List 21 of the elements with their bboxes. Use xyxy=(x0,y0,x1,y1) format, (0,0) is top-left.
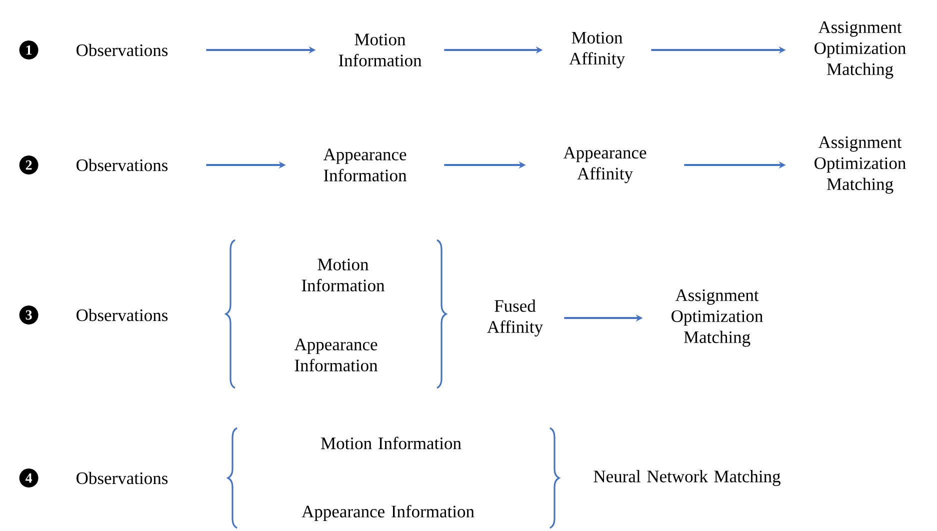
step-text: Motion Information xyxy=(302,258,385,292)
step-text: Observations xyxy=(76,44,168,56)
step-text: Fused Affinity xyxy=(487,300,543,336)
step-text: Motion Information xyxy=(321,436,462,450)
step-text: Neural Network Matching xyxy=(594,470,780,486)
step-text: Appearance Information xyxy=(323,148,407,182)
number-badge: 1 xyxy=(19,40,38,60)
step-text: Assignment Optimization Matching xyxy=(672,289,763,347)
step-text: Appearance Information xyxy=(294,338,378,372)
step-text: Assignment Optimization Matching xyxy=(814,21,906,79)
step-text: Observations xyxy=(76,158,168,172)
number-badge: 3 xyxy=(19,306,38,324)
number-badge: 2 xyxy=(19,156,38,174)
step-text: Assignment Optimization Matching xyxy=(814,136,906,194)
step-text: Motion Affinity xyxy=(569,32,625,68)
number-badge: 4 xyxy=(19,468,38,488)
step-text: Appearance Affinity xyxy=(563,146,646,184)
step-text: Appearance Information xyxy=(302,504,474,522)
step-text: Observations xyxy=(76,472,168,484)
step-text: Motion Information xyxy=(338,34,422,66)
step-text: Observations xyxy=(76,308,168,322)
